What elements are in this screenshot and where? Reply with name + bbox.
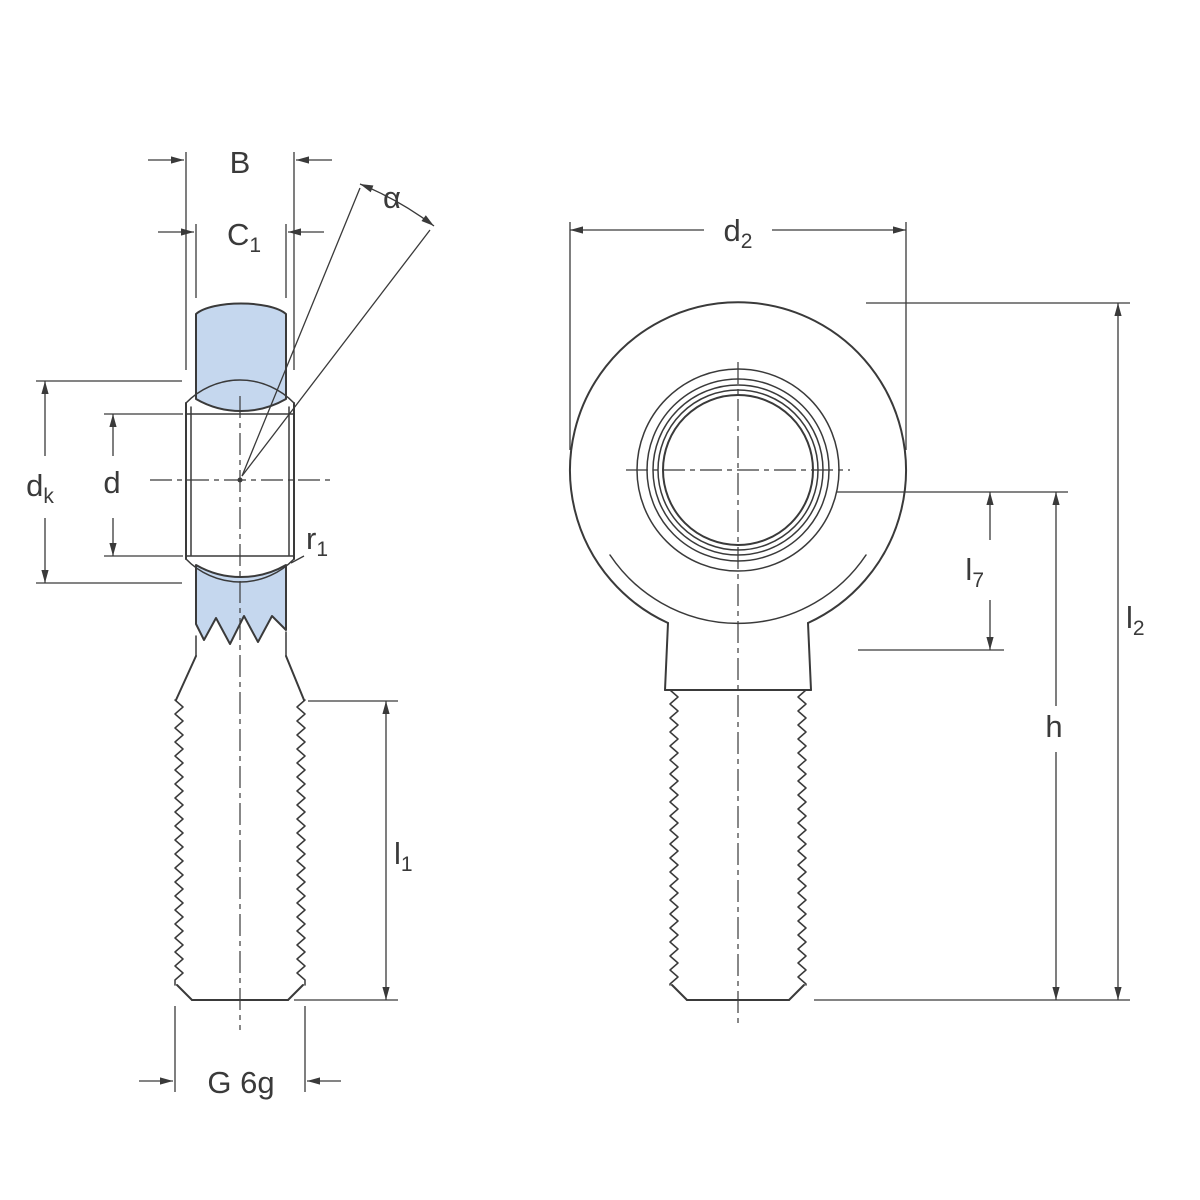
leader-line <box>290 555 305 564</box>
shoulder-slant-left <box>175 655 197 701</box>
dim-C1-main: C <box>227 217 249 252</box>
dim-l2: l2 <box>866 302 1145 1000</box>
dim-B-label: B <box>230 145 251 180</box>
dim-C1: C1 <box>158 217 324 298</box>
thread-edge-left <box>669 689 679 986</box>
dim-l1-sub: 1 <box>401 853 413 876</box>
dim-d: d <box>103 413 183 557</box>
dim-alpha-label: α <box>383 180 401 215</box>
dim-dk-main: d <box>26 468 43 503</box>
ball-top-arc <box>185 379 295 404</box>
ball-center-point <box>237 477 243 483</box>
angle-ray <box>241 229 431 477</box>
dim-thread: G 6g <box>139 1006 341 1100</box>
dim-r1-main: r <box>306 521 316 556</box>
dim-l2-label: l2 <box>1126 600 1145 640</box>
dim-l1-main: l <box>394 836 401 871</box>
dim-alpha: α <box>241 180 435 477</box>
dim-r1-label: r1 <box>306 521 328 561</box>
dim-B: B <box>148 145 332 370</box>
dim-h-label: h <box>1045 709 1062 744</box>
shoulder-slant-right <box>285 655 305 701</box>
dim-r1: r1 <box>290 521 328 564</box>
dim-dk-label: dk <box>26 468 54 508</box>
shank-chamfer-right <box>287 984 304 1001</box>
dim-d2: d2 <box>569 213 907 450</box>
dim-d2-sub: 2 <box>741 230 753 253</box>
dim-C1-sub: 1 <box>249 234 261 257</box>
angle-ray <box>241 187 361 477</box>
thread-edge-right <box>797 689 807 986</box>
dim-h: h <box>1045 492 1063 1000</box>
left-view-section <box>150 302 334 1030</box>
dim-l2-sub: 2 <box>1133 617 1145 640</box>
dim-thread-label: G 6g <box>207 1065 274 1100</box>
shank-chamfer-left <box>176 984 193 1001</box>
dim-C1-label: C1 <box>227 217 261 257</box>
thread-edge-right <box>296 699 306 986</box>
right-view-dimensions: d2 l7 h l2 <box>569 213 1145 1001</box>
dim-d-label: d <box>103 465 120 500</box>
housing-cap <box>195 302 287 413</box>
dim-dk-sub: k <box>43 485 54 508</box>
dim-dk: dk <box>26 380 182 584</box>
dim-d2-main: d <box>724 213 741 248</box>
left-view-dimensions: B C1 α dk d <box>26 145 435 1100</box>
dim-l1-label: l1 <box>394 836 413 876</box>
dim-l7: l7 <box>858 492 1004 651</box>
dim-l7-main: l <box>965 552 972 587</box>
thread-edge-left <box>174 699 184 986</box>
dim-d2-label: d2 <box>724 213 753 253</box>
angle-arc <box>359 183 435 227</box>
head-outer-circle <box>569 301 907 624</box>
housing-bottom <box>195 564 287 645</box>
dim-l7-sub: 7 <box>972 569 984 592</box>
dim-l2-main: l <box>1126 600 1133 635</box>
shank-chamfer-left <box>671 984 688 1001</box>
dim-l1: l1 <box>294 700 413 1001</box>
right-view-front <box>569 301 907 1028</box>
shank-chamfer-right <box>788 984 805 1001</box>
dim-r1-sub: 1 <box>316 538 328 561</box>
dim-l7-label: l7 <box>965 552 984 592</box>
neck-side-left <box>664 622 669 691</box>
neck-side-right <box>807 622 812 691</box>
